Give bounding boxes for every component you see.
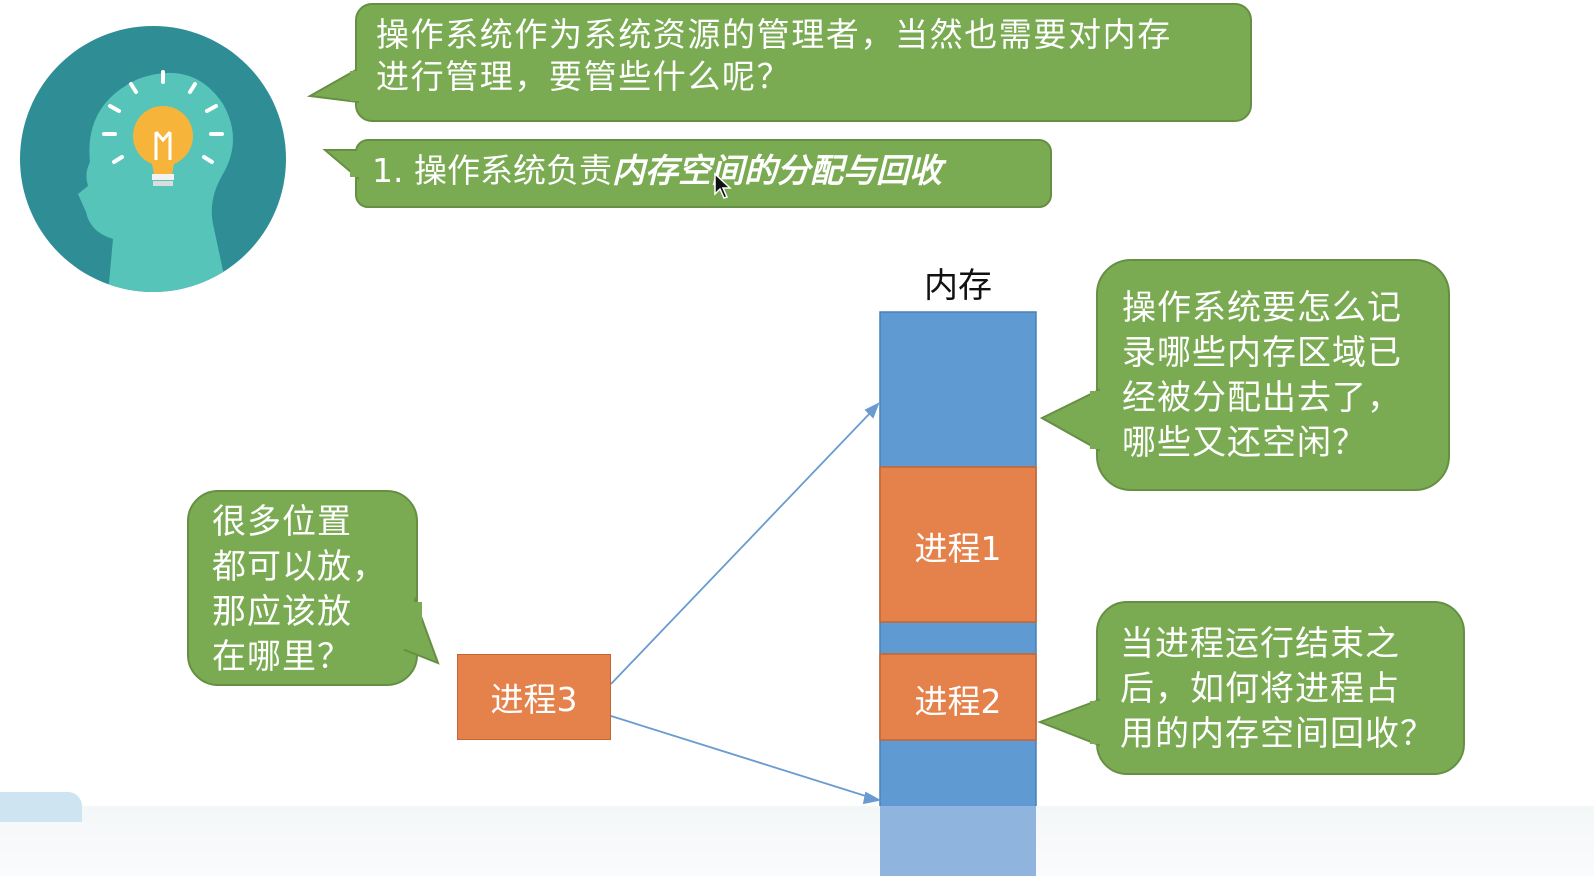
left-line-4: 在哪里？ bbox=[212, 636, 352, 677]
bubble-right-top bbox=[1039, 259, 1450, 491]
left-line-3: 那应该放 bbox=[212, 591, 352, 632]
process3-label: 进程3 bbox=[490, 680, 578, 719]
left-line-1: 很多位置 bbox=[212, 502, 352, 542]
right-bottom-bubble-text: 当进程运行结束之 后，如何将进程占 用的内存空间回收？ bbox=[1120, 622, 1435, 757]
point1-text: 1. 操作系统负责内存空间的分配与回收 bbox=[372, 150, 942, 192]
point1-prefix: 1. 操作系统负责 bbox=[372, 151, 612, 190]
left-bubble-text: 很多位置 都可以放， 那应该放 在哪里？ bbox=[212, 500, 387, 680]
right-bottom-line-3: 用的内存空间回收？ bbox=[1120, 713, 1435, 754]
left-line-2: 都可以放， bbox=[212, 546, 387, 587]
point1-emphasis: 内存空间的分配与回收 bbox=[611, 151, 942, 190]
process2-label: 进程2 bbox=[914, 682, 1002, 721]
process3-block: 进程3 bbox=[457, 654, 611, 740]
top-question-line-2: 进行管理，要管些什么呢？ bbox=[376, 57, 792, 97]
lightbulb-head-icon bbox=[20, 26, 286, 292]
bottom-band bbox=[0, 806, 1594, 876]
right-top-bubble-text: 操作系统要怎么记 录哪些内存区域已 经被分配出去了， 哪些又还空闲？ bbox=[1122, 286, 1402, 466]
right-top-line-3: 经被分配出去了， bbox=[1122, 377, 1402, 418]
top-question-line-1: 操作系统作为系统资源的管理者，当然也需要对内存 bbox=[376, 15, 1172, 54]
process1-label: 进程1 bbox=[914, 529, 1002, 568]
top-question-text: 操作系统作为系统资源的管理者，当然也需要对内存 进行管理，要管些什么呢？ bbox=[376, 14, 1172, 98]
memory-column bbox=[879, 311, 1037, 876]
mouse-cursor-icon bbox=[714, 172, 732, 199]
right-bottom-line-2: 后，如何将进程占 bbox=[1120, 668, 1400, 709]
right-top-line-4: 哪些又还空闲？ bbox=[1122, 422, 1367, 463]
right-bottom-line-1: 当进程运行结束之 bbox=[1120, 624, 1400, 664]
corner-decoration bbox=[0, 792, 82, 822]
right-top-line-1: 操作系统要怎么记 bbox=[1122, 288, 1402, 328]
memory-column-lower bbox=[880, 806, 1036, 876]
right-top-line-2: 录哪些内存区域已 bbox=[1122, 332, 1402, 373]
memory-title: 内存 bbox=[924, 266, 992, 306]
bubble-right-bottom bbox=[1037, 601, 1465, 775]
